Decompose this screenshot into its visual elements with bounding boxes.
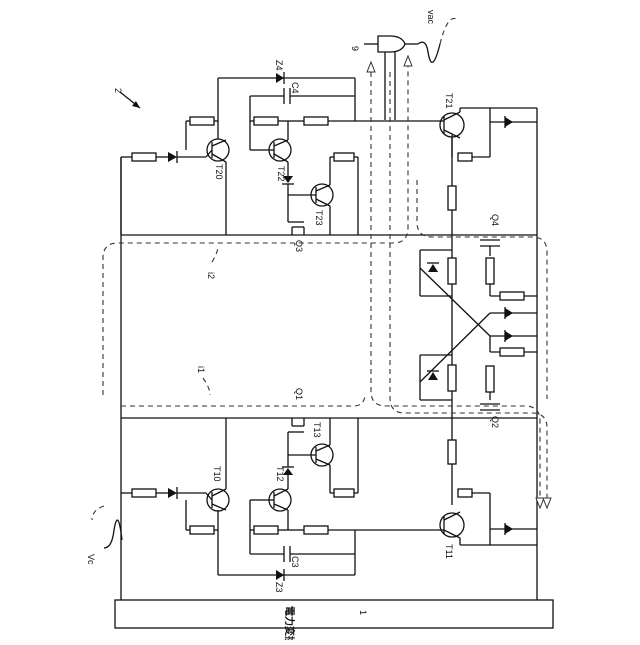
ref9-label: 9 [350, 46, 360, 51]
main-rails [121, 118, 537, 600]
q1-label: Q1 [294, 388, 304, 400]
t20-label: T20 [214, 164, 224, 180]
ac-plug [364, 36, 418, 120]
i1-label: i1 [196, 366, 206, 373]
c3-label: C3 [290, 556, 300, 568]
c4-label: C4 [290, 82, 300, 94]
upper-left-circuit [121, 72, 440, 235]
component-labels: 2 9 vac Vc i1 i2 T20 T22 T23 T21 T10 T12… [86, 10, 500, 593]
vc-label: Vc [86, 554, 96, 565]
t22-label: T22 [276, 166, 286, 182]
vac-label: vac [426, 10, 436, 25]
z4-label: Z4 [274, 60, 284, 71]
t21-label: T21 [444, 93, 454, 109]
z3-label: Z3 [274, 582, 284, 593]
q2-label: Q2 [490, 416, 500, 428]
t23-label: T23 [314, 210, 324, 226]
vac-waveform [418, 18, 458, 62]
t12-label: T12 [275, 466, 285, 482]
q4-label: Q4 [490, 214, 500, 226]
t13-label: T13 [312, 422, 322, 438]
ref2-label: 2 [113, 88, 123, 93]
ref2-arrow [120, 92, 140, 108]
t11-label: T11 [444, 544, 454, 559]
power-conversion-block: 電力変換部 1 [115, 600, 553, 640]
right-circuit [420, 108, 537, 545]
vc-waveform [92, 506, 122, 548]
power-block-ref: 1 [358, 610, 368, 615]
t10-label: T10 [212, 466, 222, 482]
power-block-title: 電力変換部 [283, 606, 296, 640]
q3-label: Q3 [294, 240, 304, 252]
lower-left-circuit [121, 418, 440, 581]
i2-label: i2 [206, 272, 216, 279]
